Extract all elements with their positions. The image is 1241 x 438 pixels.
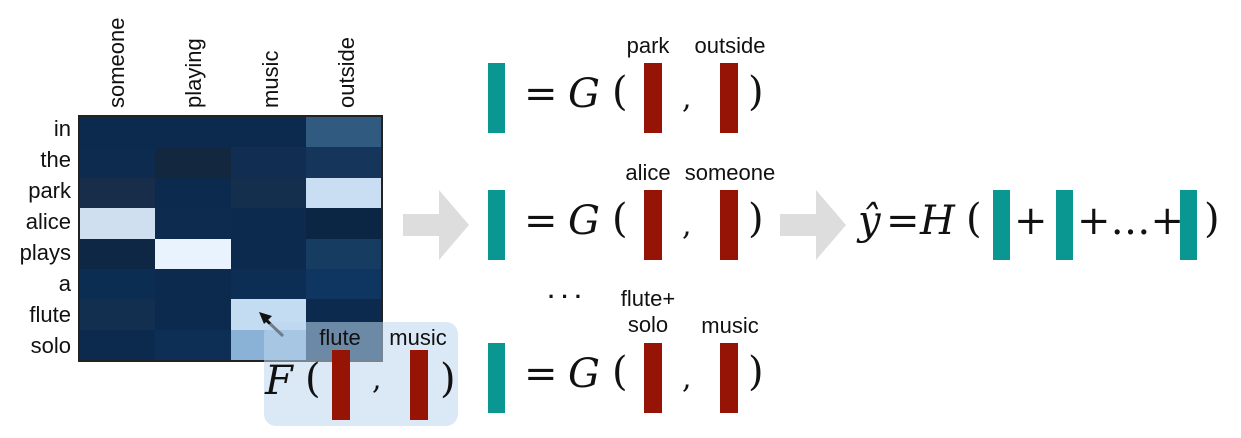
g-function-name: G	[568, 351, 600, 397]
f-arg1-vector	[332, 350, 350, 420]
h-function-name: H	[920, 198, 955, 244]
h-close-paren: )	[1204, 196, 1220, 242]
row-label-alice: alice	[25, 209, 71, 234]
g-close-paren: )	[748, 69, 764, 115]
g-close-paren: )	[748, 196, 764, 242]
attention-heatmap	[78, 115, 383, 362]
heatmap-cell	[155, 238, 231, 269]
row-label-a: a	[58, 271, 71, 296]
heatmap-cell	[230, 268, 306, 300]
heatmap-cell	[305, 208, 381, 239]
heatmap-cell	[80, 177, 156, 209]
f-arg1-label: flute	[319, 325, 361, 350]
row-label-solo: solo	[30, 333, 71, 358]
g-open-paren: (	[612, 69, 628, 115]
right-arrow-icon	[403, 190, 469, 260]
heatmap-cell	[230, 208, 306, 239]
heatmap-cell	[155, 117, 231, 148]
col-label-outside: outside	[334, 37, 359, 108]
g-function-name: G	[568, 198, 600, 244]
col-label-music: music	[258, 50, 283, 108]
heatmap-cell	[230, 177, 306, 209]
row-label-in: in	[53, 116, 71, 141]
g-comma: ,	[682, 81, 692, 116]
heatmap-cell	[155, 268, 231, 300]
heatmap-cell	[155, 299, 231, 330]
g-output-vector	[488, 63, 505, 133]
f-comma: ,	[372, 362, 382, 397]
f-close-paren: )	[440, 356, 456, 402]
row-label-park: park	[28, 178, 71, 203]
plus-sign: +	[1014, 198, 1048, 244]
g-arg1-label: alice	[625, 160, 671, 185]
plus-ellipsis-plus: +…+	[1077, 198, 1185, 244]
heatmap-cell	[155, 329, 231, 360]
equals-sign: =	[524, 198, 558, 244]
heatmap-cell	[305, 147, 381, 178]
equals-sign: =	[524, 71, 558, 117]
g-comma: ,	[682, 208, 692, 243]
g-arg1-vector	[644, 63, 662, 133]
f-arg2-label: music	[389, 325, 447, 350]
g-output-vector	[488, 343, 505, 413]
heatmap-cell	[80, 238, 156, 269]
sum-vector-2	[1056, 190, 1073, 260]
g-arg1-vector	[644, 190, 662, 260]
col-label-playing: playing	[181, 38, 206, 108]
f-arg2-vector	[410, 350, 428, 420]
heatmap-cell	[80, 299, 156, 330]
g-arg2-vector	[720, 190, 738, 260]
heatmap-cell	[155, 147, 231, 178]
f-function-name: F	[265, 358, 293, 404]
g-arg1-vector	[644, 343, 662, 413]
heatmap-cell	[305, 117, 381, 148]
sum-vector-1	[993, 190, 1010, 260]
heatmap-cell	[80, 329, 156, 360]
row-label-the: the	[40, 147, 71, 172]
row-label-flute: flute	[29, 302, 71, 327]
g-function-name: G	[568, 71, 600, 117]
output-equals: =	[886, 198, 920, 244]
heatmap-cell	[230, 117, 306, 148]
heatmap-cell	[155, 177, 231, 209]
g-arg2-label: music	[701, 313, 759, 338]
heatmap-cell	[305, 177, 381, 209]
g-open-paren: (	[612, 196, 628, 242]
ellipsis: · · ·	[548, 284, 583, 309]
heatmap-cell	[230, 238, 306, 269]
heatmap-cell	[305, 268, 381, 300]
col-label-someone: someone	[104, 17, 129, 108]
g-arg2-label: outside	[694, 33, 766, 58]
equals-sign: =	[524, 351, 558, 397]
g-close-paren: )	[748, 349, 764, 395]
right-arrow-icon	[780, 190, 846, 260]
heatmap-cell	[80, 147, 156, 178]
heatmap-cell	[80, 208, 156, 239]
g-arg1-label: flute+ solo	[620, 286, 676, 337]
g-output-vector	[488, 190, 505, 260]
sum-vector-n	[1180, 190, 1197, 260]
heatmap-cell	[155, 208, 231, 239]
g-arg2-vector	[720, 343, 738, 413]
f-open-paren: (	[305, 356, 321, 402]
g-comma: ,	[682, 361, 692, 396]
heatmap-cell	[80, 117, 156, 148]
g-arg2-vector	[720, 63, 738, 133]
g-arg2-label: someone	[684, 160, 776, 185]
g-open-paren: (	[612, 349, 628, 395]
heatmap-cell	[230, 147, 306, 178]
h-open-paren: (	[966, 196, 982, 242]
y-hat: ŷ	[858, 198, 881, 244]
heatmap-cell	[305, 238, 381, 269]
g-arg1-label: park	[626, 33, 670, 58]
row-label-plays: plays	[19, 240, 71, 265]
heatmap-cell	[80, 268, 156, 300]
